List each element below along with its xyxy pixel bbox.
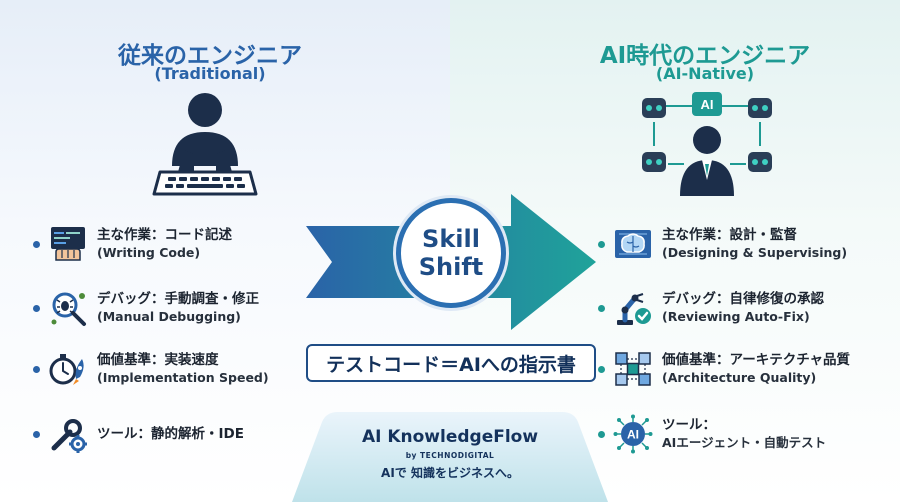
key-message-box: テストコード＝AIへの指示書 bbox=[306, 344, 596, 382]
skill-shift-badge: Skill Shift bbox=[396, 198, 506, 308]
ai-network-person-icon: AI bbox=[642, 92, 772, 196]
item-main-label: 主な作業：コード記述 bbox=[97, 227, 232, 243]
item-main-label: ツール：静的解析・IDE bbox=[97, 426, 244, 442]
item-sub-label: (Writing Code) bbox=[97, 245, 201, 260]
brain-blueprint-icon bbox=[615, 230, 651, 258]
ai-item-value: 価値基準：アーキテクチャ品質 (Architecture Quality) bbox=[598, 349, 850, 389]
item-sub-label: (Manual Debugging) bbox=[97, 309, 241, 324]
item-sub-label: (Designing & Supervising) bbox=[662, 245, 848, 260]
bullet bbox=[33, 304, 40, 312]
traditional-item-debugging: デバッグ：手動調査・修正 (Manual Debugging) bbox=[33, 288, 259, 328]
stopwatch-rocket-icon bbox=[49, 354, 84, 385]
item-sub-label: (Reviewing Auto-Fix) bbox=[662, 309, 810, 324]
ai-native-title: AI時代のエンジニア bbox=[599, 43, 811, 69]
traditional-item-writing-code: 主な作業：コード記述 (Writing Code) bbox=[33, 224, 232, 264]
ai-native-subtitle: (AI-Native) bbox=[655, 64, 755, 83]
robot-arm-check-icon bbox=[617, 293, 651, 325]
wrench-gear-icon bbox=[51, 419, 87, 453]
item-sub-label: (Architecture Quality) bbox=[662, 370, 817, 385]
item-sub-label: AIエージェント・自動テスト bbox=[662, 435, 827, 450]
bullet bbox=[598, 430, 605, 438]
bullet bbox=[33, 240, 40, 248]
traditional-subtitle: (Traditional) bbox=[154, 64, 266, 83]
item-main-label: ツール： bbox=[662, 417, 716, 433]
item-main-label: 価値基準：アーキテクチャ品質 bbox=[662, 352, 851, 368]
svg-text:AI: AI bbox=[627, 428, 639, 442]
ai-chip-icon: AI bbox=[613, 414, 653, 454]
bullet bbox=[598, 304, 605, 312]
traditional-item-value: 価値基準：実装速度 (Implementation Speed) bbox=[33, 349, 269, 389]
item-main-label: デバッグ：自律修復の承認 bbox=[662, 291, 824, 307]
bullet bbox=[33, 365, 40, 373]
traditional-item-tools: ツール：静的解析・IDE bbox=[33, 414, 244, 454]
brand-byline: by TECHNODIGITAL bbox=[405, 451, 495, 460]
bullet bbox=[33, 430, 40, 438]
cube-architecture-icon bbox=[615, 352, 651, 386]
ai-item-tools: AI ツール： AIエージェント・自動テスト bbox=[598, 414, 826, 454]
ai-item-debugging: デバッグ：自律修復の承認 (Reviewing Auto-Fix) bbox=[598, 288, 824, 328]
item-main-label: デバッグ：手動調査・修正 bbox=[97, 291, 259, 307]
ai-item-designing: 主な作業：設計・監督 (Designing & Supervising) bbox=[598, 224, 847, 264]
bullet bbox=[598, 365, 605, 373]
bullet bbox=[598, 240, 605, 248]
code-typing-icon bbox=[51, 227, 85, 261]
shift-label: Shift bbox=[418, 253, 484, 281]
ai-badge: AI bbox=[701, 97, 714, 112]
bug-magnifier-icon bbox=[51, 292, 86, 326]
person-typing-icon bbox=[152, 93, 258, 196]
brand-name: AI KnowledgeFlow bbox=[361, 427, 539, 447]
brand-tagline: AIで 知識をビジネスへ。 bbox=[381, 466, 519, 480]
traditional-title: 従来のエンジニア bbox=[118, 43, 302, 69]
skill-label: Skill bbox=[422, 225, 480, 253]
item-sub-label: (Implementation Speed) bbox=[97, 370, 269, 385]
item-main-label: 価値基準：実装速度 bbox=[97, 352, 219, 368]
item-main-label: 主な作業：設計・監督 bbox=[662, 227, 797, 243]
brand-footer-background bbox=[292, 412, 608, 502]
